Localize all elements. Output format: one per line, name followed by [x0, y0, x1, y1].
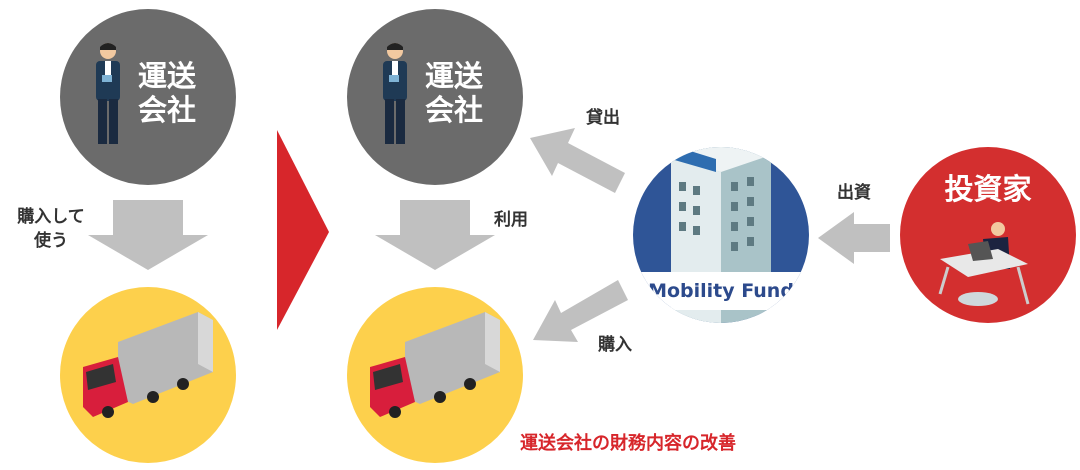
company-title-line2: 会社: [137, 93, 196, 127]
loan-label: 貸出: [586, 108, 620, 128]
fund-name: Mobility Fund: [633, 272, 809, 310]
investor-circle: 投資家: [900, 147, 1076, 323]
purchase-label: 購入: [598, 335, 632, 355]
company-title: 運送会社: [419, 59, 489, 127]
investment-arrow: [818, 212, 890, 264]
truck-circle-after: [347, 287, 523, 463]
company-title-line1: 運送: [424, 59, 483, 93]
company-title-line2: 会社: [424, 93, 483, 127]
buy-and-use-label: 購入して使う: [17, 207, 85, 251]
truck-icon: [370, 312, 500, 418]
mobility-fund-circle: Mobility Fund: [633, 147, 809, 323]
down-arrow-use: [375, 200, 495, 270]
company-title: 運送会社: [132, 59, 202, 127]
loan-arrow: [530, 128, 625, 193]
transition-triangle: [277, 130, 329, 330]
down-arrow-before: [88, 200, 208, 270]
businessman-icon: [383, 43, 407, 144]
investment-label: 出資: [837, 183, 871, 203]
use-label: 利用: [494, 210, 528, 230]
transport-company-circle-before: 運送会社: [60, 9, 236, 185]
result-text: 運送会社の財務内容の改善: [520, 433, 736, 454]
truck-icon: [83, 312, 213, 418]
company-title-line1: 運送: [137, 59, 196, 93]
investor-title: 投資家: [944, 172, 1032, 206]
purchase-arrow: [533, 280, 628, 342]
transport-company-circle-after: 運送会社: [347, 9, 523, 185]
businessman-icon: [96, 43, 120, 144]
truck-circle-before: [60, 287, 236, 463]
investor-at-desk-icon: [938, 222, 1030, 306]
